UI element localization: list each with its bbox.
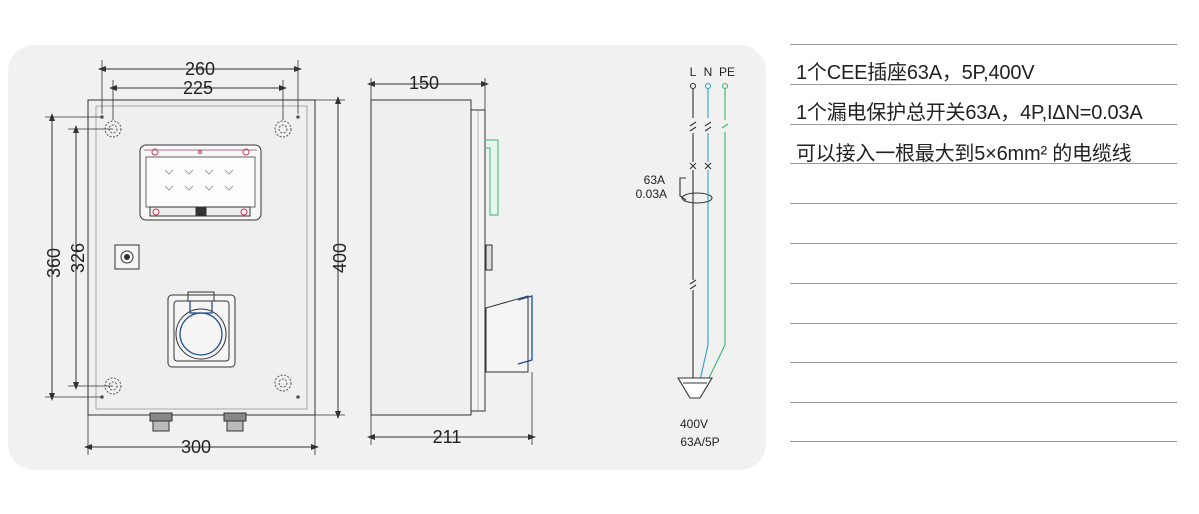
side-view: [367, 78, 536, 445]
wiring-diagram: [677, 82, 729, 399]
socket-rating: 63A/5P: [680, 435, 719, 449]
breaker-rating: 63A: [644, 173, 665, 187]
dim-total-width: 300: [181, 437, 211, 457]
spec-item: 1个CEE插座63A，5P,400V: [796, 62, 1035, 84]
dim-depth-top: 150: [409, 73, 439, 93]
cable-gland-icon: [149, 412, 247, 432]
spec-item: 1个漏电保护总开关63A，4P,IΔN=0.03A: [796, 102, 1143, 124]
dim-height-outer: 360: [44, 248, 64, 278]
breaker-residual: 0.03A: [636, 187, 667, 201]
breaker-window: [139, 144, 262, 221]
enclosure-side-outline: [370, 99, 472, 416]
socket-voltage: 400V: [680, 417, 708, 431]
dim-width-inner: 225: [183, 78, 213, 98]
terminal-label-pe: PE: [719, 65, 735, 79]
dim-total-height: 400: [330, 243, 350, 273]
lock-icon: [114, 244, 140, 270]
spec-item: 可以接入一根最大到5×6mm² 的电缆线: [796, 143, 1132, 165]
front-view: [45, 60, 345, 455]
terminal-label-n: N: [704, 65, 713, 79]
dim-height-inner: 326: [68, 243, 88, 273]
spec-list: 1个CEE插座63A，5P,400V 1个漏电保护总开关63A，4P,IΔN=0…: [790, 44, 1180, 464]
terminal-label-l: L: [690, 65, 697, 79]
dim-width-outer: 260: [185, 59, 215, 79]
dim-depth-bottom: 211: [433, 427, 462, 447]
cee-socket-icon: [167, 291, 236, 368]
